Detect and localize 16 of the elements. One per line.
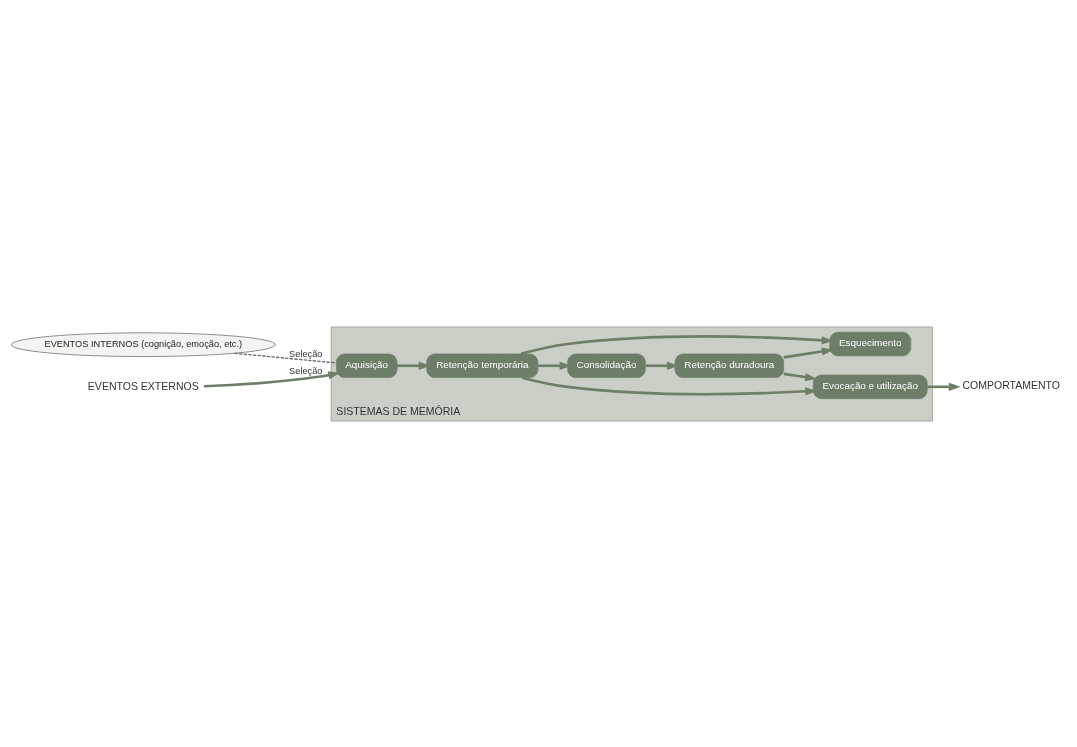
arrow (783, 346, 834, 359)
node-box: Esquecimento (829, 331, 912, 356)
arrow (203, 370, 341, 388)
node-box: Evocação e utilização (812, 374, 928, 399)
edge-label: Seleção (289, 348, 323, 359)
node-ellipse: EVENTOS INTERNOS (cognição, emoção, etc.) (11, 332, 276, 357)
node-box: Aquisição (336, 353, 398, 378)
node-box: Retenção duradoura (674, 353, 784, 378)
arrow (520, 334, 834, 355)
node-box: Retenção temporária (426, 353, 539, 378)
node-text: COMPORTAMENTO (962, 378, 1061, 391)
edge-label: Seleção (289, 365, 323, 376)
arrow (927, 382, 961, 391)
node-text: EVENTOS EXTERNOS (87, 379, 199, 392)
node-box: Consolidação (567, 353, 646, 378)
arrow (783, 372, 817, 381)
